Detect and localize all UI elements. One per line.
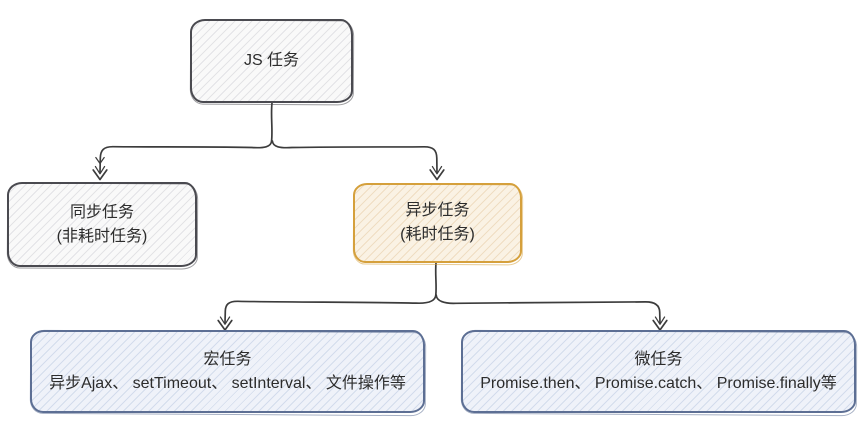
- node-sync-task: 同步任务 (非耗时任务): [7, 182, 197, 267]
- node-async-task-title: 异步任务: [405, 202, 470, 219]
- node-micro-task: 微任务 Promise.then、 Promise.catch、 Promise…: [461, 330, 856, 413]
- edge-async-to-micro: [435, 294, 661, 324]
- node-macro-task-title: 宏任务: [203, 350, 252, 368]
- edge-js-to-async: [271, 140, 438, 174]
- node-macro-task-detail: 异步Ajax、 setTimeout、 setInterval、 文件操作等: [49, 374, 406, 392]
- node-micro-task-title: 微任务: [634, 350, 683, 368]
- arrowhead-async-inner: [431, 165, 443, 175]
- node-js-task: JS 任务: [190, 19, 353, 103]
- edge-js-to-sync: [99, 140, 273, 174]
- arrowhead-micro-inner: [654, 316, 666, 325]
- edge-async-to-macro: [224, 294, 437, 324]
- node-async-task-subtitle: (耗时任务): [400, 226, 475, 243]
- node-sync-task-title: 同步任务: [69, 203, 134, 221]
- node-js-task-label: JS 任务: [243, 52, 300, 69]
- node-async-task: 异步任务 (耗时任务): [353, 183, 522, 263]
- node-sync-task-subtitle: (非耗时任务): [56, 227, 148, 245]
- node-macro-task: 宏任务 异步Ajax、 setTimeout、 setInterval、 文件操…: [30, 330, 425, 413]
- arrowhead-sync-small: [95, 156, 105, 165]
- arrowhead-async: [429, 169, 445, 181]
- arrowhead-sync: [92, 169, 108, 181]
- arrowhead-macro-inner: [219, 316, 231, 325]
- node-micro-task-detail: Promise.then、 Promise.catch、 Promise.fin…: [480, 374, 837, 392]
- arrowhead-sync-inner: [94, 165, 106, 175]
